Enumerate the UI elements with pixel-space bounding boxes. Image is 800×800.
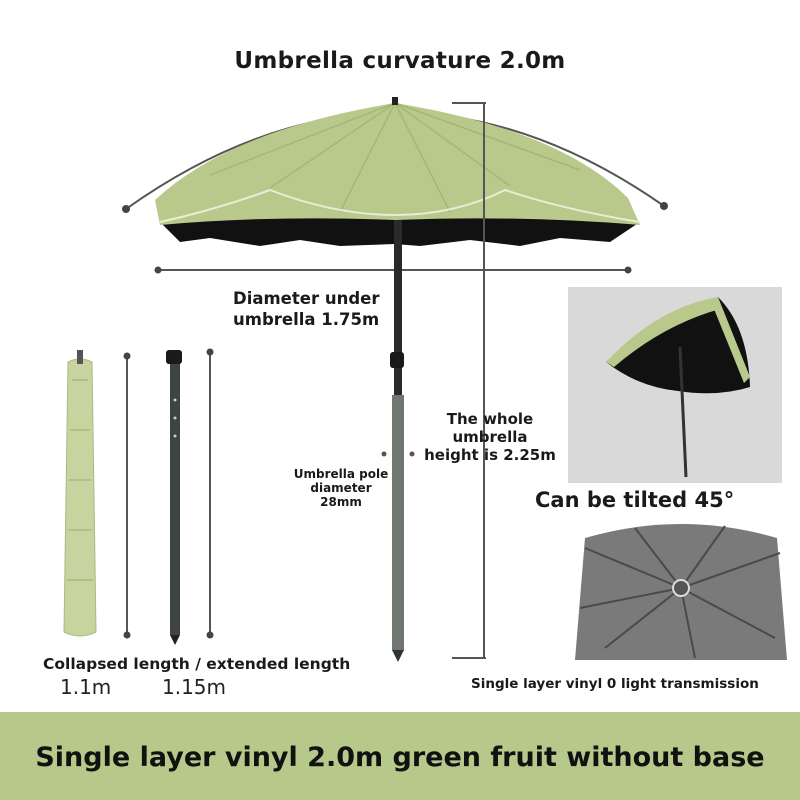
canopy-edge [159,188,641,223]
pole-diameter-label: Umbrella pole diameter 28mm [293,467,389,509]
collapsed-label: Collapsed length / extended length [43,655,351,673]
collapsed-length-value: 1.1m [60,675,112,699]
footer-band [0,712,800,800]
extended-length-value: 1.15m [162,675,227,699]
curvature-title: Umbrella curvature 2.0m [234,48,566,74]
tilt-label: Can be tilted 45° [535,488,735,512]
umbrella-finial [392,97,398,105]
collapsed-umbrella [63,358,97,637]
height-label: The whole umbrella height is 2.25m [424,410,556,464]
tilt-joint [390,352,404,368]
umbrella-illustration [63,97,668,662]
lower-pole [392,395,404,650]
underside-photo [575,518,787,660]
vinyl-label: Single layer vinyl 0 light transmission [471,676,759,692]
arc-end-right [660,202,668,210]
arc-end-left [122,205,130,213]
footer-title: Single layer vinyl 2.0m green fruit with… [35,742,765,773]
diameter-label: Diameter under umbrella 1.75m [233,289,380,329]
tilted-umbrella-photo [568,287,782,483]
extended-pole [170,360,180,635]
upper-pole [394,220,402,400]
canopy-ribs [209,102,581,213]
